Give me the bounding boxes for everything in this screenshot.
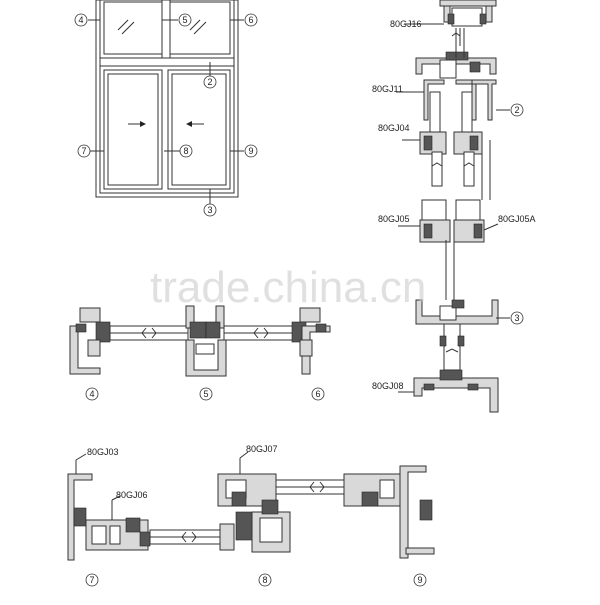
horizontal-section-bottom: 80GJ03 80GJ06 80GJ07 7 8 9 xyxy=(67,444,435,587)
label-80GJ05: 80GJ05 xyxy=(378,214,410,224)
glass-hatch xyxy=(189,19,201,31)
bottom-section-callout-9: 9 xyxy=(417,575,422,585)
callout-2: 2 xyxy=(207,77,212,87)
top-left-light xyxy=(103,1,163,55)
watermark-text: trade.china.cn xyxy=(150,263,426,312)
sliding-sash-left xyxy=(103,69,163,190)
glass-hatch xyxy=(117,19,129,31)
arrow-right-icon xyxy=(140,121,146,127)
label-80GJ08: 80GJ08 xyxy=(372,381,404,391)
callout-7: 7 xyxy=(81,146,86,156)
label-80GJ05A: 80GJ05A xyxy=(498,214,536,224)
horizontal-section-top: 4 5 6 xyxy=(69,305,331,401)
arrow-left-icon xyxy=(186,121,192,127)
elevation-inner-frame xyxy=(99,0,235,194)
label-80GJ03: 80GJ03 xyxy=(87,447,119,457)
sliding-sash-right xyxy=(167,69,231,190)
label-80GJ07: 80GJ07 xyxy=(246,444,278,454)
label-80GJ16: 80GJ16 xyxy=(390,19,422,29)
glass-hatch xyxy=(121,21,135,35)
elevation-outer-frame xyxy=(95,0,239,198)
window-elevation: 4 5 6 2 7 8 9 3 xyxy=(74,0,258,217)
callout-4: 4 xyxy=(78,15,83,25)
callout-6: 6 xyxy=(248,15,253,25)
section-callout-3: 3 xyxy=(514,313,519,323)
callout-9: 9 xyxy=(248,146,253,156)
top-section-callout-4: 4 xyxy=(89,389,94,399)
elevation-transom xyxy=(99,57,235,67)
callout-8: 8 xyxy=(183,146,188,156)
glass-hatch xyxy=(193,21,207,35)
bottom-section-callout-8: 8 xyxy=(262,575,267,585)
label-80GJ04: 80GJ04 xyxy=(378,123,410,133)
top-section-callout-6: 6 xyxy=(315,389,320,399)
label-80GJ11: 80GJ11 xyxy=(372,84,403,94)
callout-3: 3 xyxy=(207,205,212,215)
callout-5: 5 xyxy=(182,15,187,25)
profile-80GJ03 xyxy=(67,473,93,561)
profile-80GJ08 xyxy=(413,377,499,413)
bottom-section-callout-7: 7 xyxy=(89,575,94,585)
section-callout-2: 2 xyxy=(514,105,519,115)
vertical-section: 80GJ16 80GJ11 80GJ04 80GJ05 80GJ05A 80GJ… xyxy=(372,0,536,413)
label-80GJ06: 80GJ06 xyxy=(116,490,148,500)
top-section-callout-5: 5 xyxy=(203,389,208,399)
